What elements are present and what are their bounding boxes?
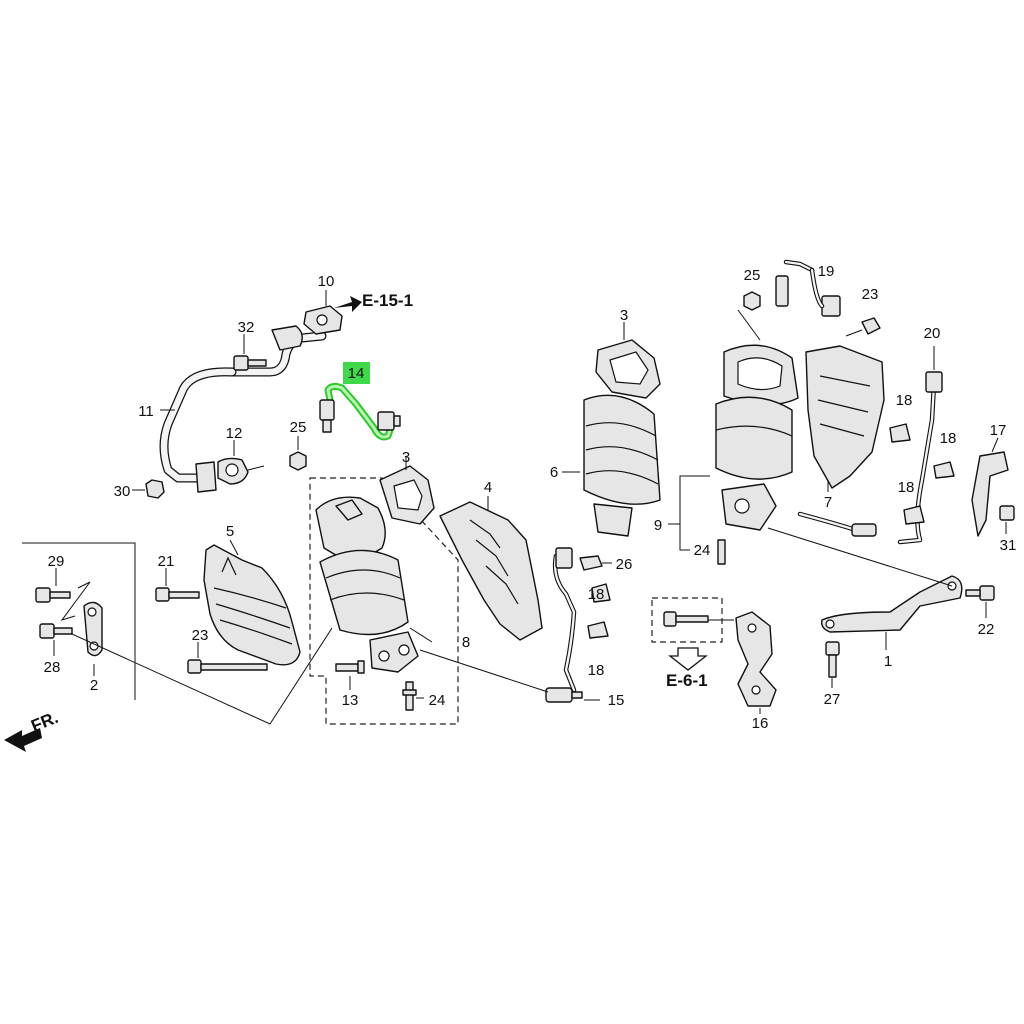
callout-5: 5 <box>226 523 234 540</box>
part-26-clip <box>579 555 612 571</box>
part-28-bolt <box>39 623 73 656</box>
reference-e15-1[interactable]: E-15-1 <box>362 291 413 310</box>
part-11-egr-pipe <box>159 325 327 493</box>
callout-6: 6 <box>550 464 558 481</box>
part-3-gasket-left <box>379 456 435 525</box>
part-6-catalytic-converter <box>562 394 661 537</box>
callout-24-left: 24 <box>429 692 446 709</box>
part-21-bolt <box>155 568 200 602</box>
part-14-oxygen-sensor <box>319 382 401 441</box>
part-13-stud <box>335 660 365 690</box>
callout-30: 30 <box>114 483 131 500</box>
callout-14-highlight-box <box>343 362 370 384</box>
callout-13: 13 <box>342 692 359 709</box>
part-5-heat-shield <box>203 539 301 666</box>
callout-17: 17 <box>990 422 1007 439</box>
part-3-gasket-right <box>595 322 661 399</box>
callout-18-a: 18 <box>588 586 605 603</box>
callout-14: 14 <box>348 365 365 382</box>
part-7-heat-shield <box>805 345 885 492</box>
callout-23-right: 23 <box>862 286 879 303</box>
part-22-bolt <box>965 585 995 618</box>
callout-11: 11 <box>138 403 154 420</box>
part-16-bracket <box>735 611 777 714</box>
part-8-catalytic-converter <box>315 496 419 673</box>
part-25-nut-right <box>737 291 761 341</box>
part-30-nut <box>132 479 165 499</box>
part-4-heat-shield <box>439 496 543 641</box>
part-18-clip-right <box>889 423 955 525</box>
callout-19: 19 <box>818 263 835 280</box>
callout-27: 27 <box>824 691 841 708</box>
callout-10: 10 <box>318 273 335 290</box>
callout-14-highlighted: 14 <box>343 362 370 384</box>
callout-22: 22 <box>978 621 995 638</box>
callout-25-right: 25 <box>744 267 761 284</box>
callout-7: 7 <box>824 494 832 511</box>
callout-4: 4 <box>484 479 492 496</box>
callout-16: 16 <box>752 715 769 732</box>
part-32-bolt <box>233 334 267 371</box>
part-17-bracket <box>971 437 1009 537</box>
callout-18-e: 18 <box>898 479 915 496</box>
callout-25-left: 25 <box>290 419 307 436</box>
part-19-oxygen-sensor <box>775 259 841 317</box>
part-2-stay <box>83 601 103 676</box>
callout-labels: 1 2 3 3 4 5 6 7 8 9 10 11 12 13 14 15 16… <box>28 263 1016 736</box>
callout-18-d: 18 <box>940 430 957 447</box>
callout-28: 28 <box>44 659 61 676</box>
callout-18-b: 18 <box>588 662 605 679</box>
callout-9: 9 <box>654 517 662 534</box>
callout-3-right: 3 <box>620 307 628 324</box>
callout-29: 29 <box>48 553 65 570</box>
callout-12: 12 <box>226 425 243 442</box>
part-25-nut-left <box>289 436 307 471</box>
callout-24-right: 24 <box>694 542 711 559</box>
e6-reference-box <box>651 597 734 671</box>
callout-3-left: 3 <box>402 449 410 466</box>
left-frame <box>22 542 136 700</box>
part-27-bolt <box>825 641 840 688</box>
part-31-bolt <box>999 505 1015 534</box>
part-1-stay <box>767 527 963 650</box>
part-9-catalytic-converter <box>668 344 799 531</box>
callout-2: 2 <box>90 677 98 694</box>
front-direction-arrow <box>4 728 42 752</box>
part-23-bolt-right <box>845 317 881 337</box>
part-10-bracket <box>303 290 343 335</box>
e15-reference <box>334 296 362 312</box>
callout-18-c: 18 <box>896 392 913 409</box>
front-label: FR. <box>28 708 61 736</box>
callout-26: 26 <box>616 556 633 573</box>
part-23-bolt-left <box>187 642 268 674</box>
part-24-stud-right <box>679 524 726 565</box>
callout-8: 8 <box>462 634 470 651</box>
callout-15: 15 <box>608 692 625 709</box>
callout-1: 1 <box>884 653 892 670</box>
part-24-stud-left <box>402 681 424 711</box>
part-29-bolt <box>35 568 71 603</box>
callout-20: 20 <box>924 325 941 342</box>
callout-21: 21 <box>158 553 175 570</box>
part-12-gasket <box>217 440 265 485</box>
part-18-clip-middle <box>587 583 611 639</box>
part-15-oxygen-sensor <box>419 547 600 703</box>
callout-23-left: 23 <box>192 627 209 644</box>
reference-e6-1[interactable]: E-6-1 <box>666 671 708 690</box>
callout-32: 32 <box>238 319 255 336</box>
callout-31: 31 <box>1000 537 1017 554</box>
